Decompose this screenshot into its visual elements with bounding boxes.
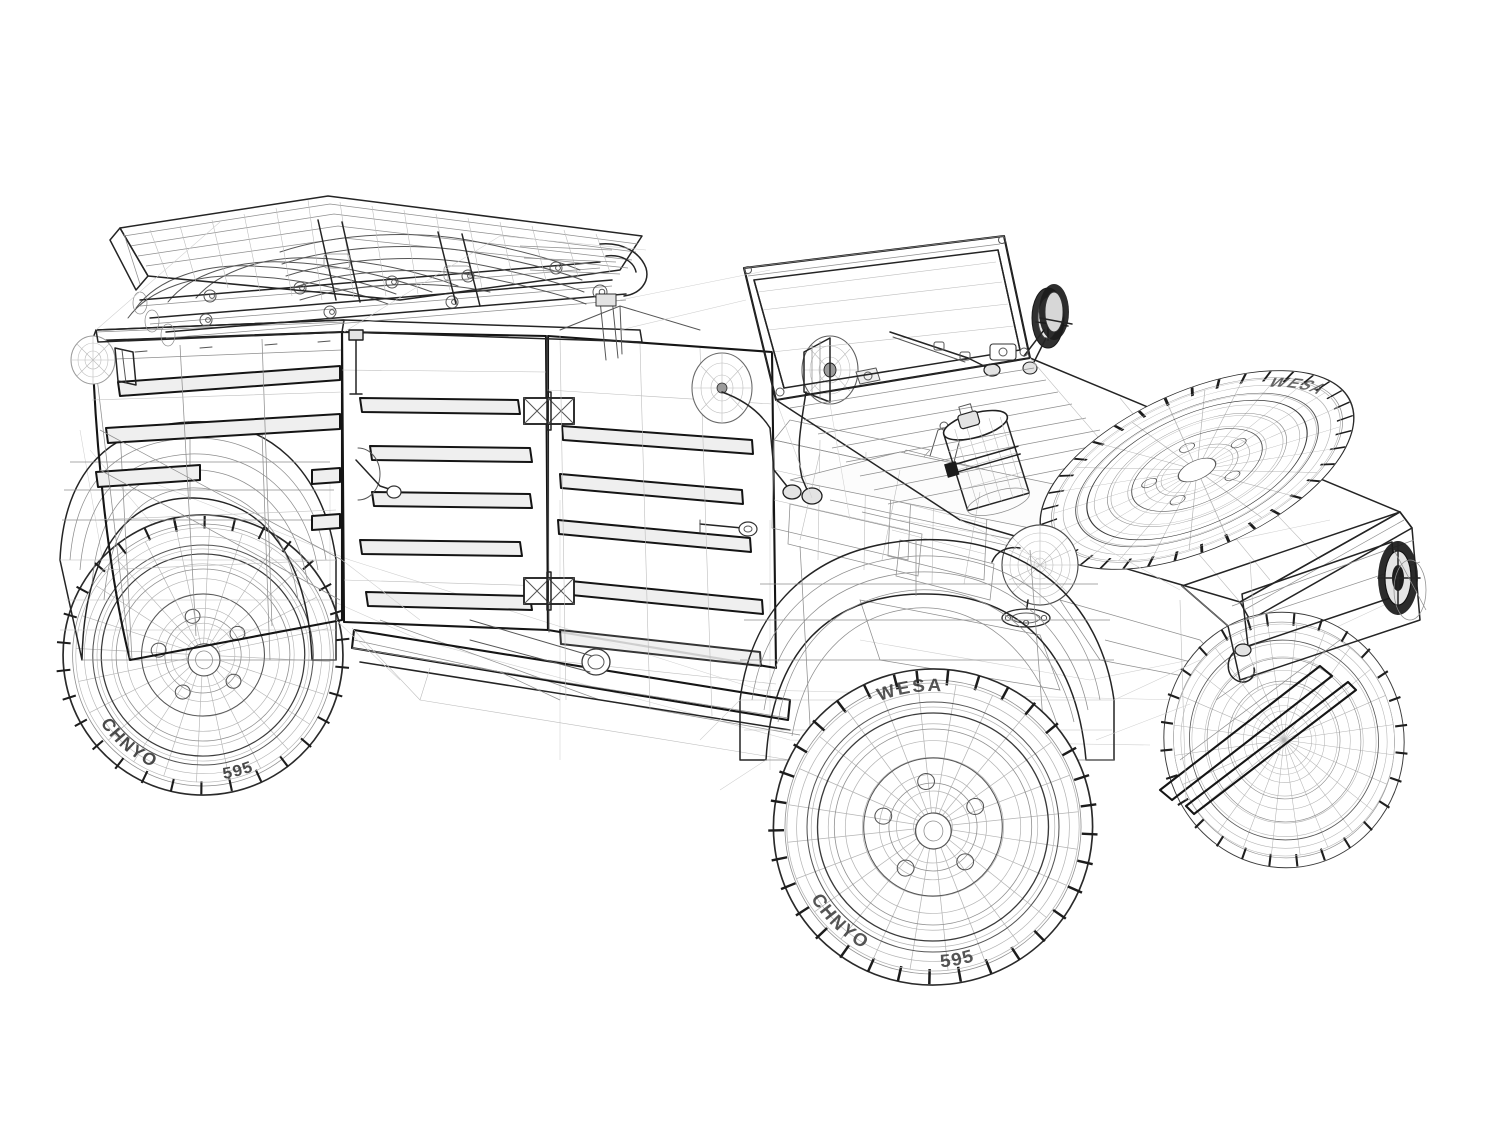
tow-hook bbox=[1227, 643, 1255, 683]
front-bumper bbox=[1158, 664, 1358, 816]
front-door-ribs bbox=[557, 425, 764, 667]
rear-body-panel bbox=[70, 319, 345, 662]
front-wheel: WESA CHNYO 595 bbox=[768, 668, 1098, 986]
jerry-can bbox=[942, 403, 1031, 516]
folded-canvas-top bbox=[109, 195, 648, 307]
door-hinge-lower bbox=[523, 571, 575, 611]
rear-wheel: CHNYO 595 bbox=[51, 503, 355, 807]
front-end bbox=[1158, 511, 1427, 816]
tail-light bbox=[70, 335, 137, 386]
door-hinge-upper bbox=[523, 391, 575, 431]
left-front-door[interactable] bbox=[546, 334, 778, 685]
blackout-lamp bbox=[991, 524, 1079, 628]
side-mirror bbox=[1022, 284, 1073, 375]
rear-door-handle[interactable] bbox=[355, 447, 402, 501]
rear-door-ribs bbox=[359, 397, 533, 611]
horn-cluster bbox=[691, 284, 1073, 505]
running-board bbox=[350, 619, 792, 731]
rear-view-mirror bbox=[691, 352, 802, 500]
front-door-handle[interactable] bbox=[699, 519, 758, 537]
horn bbox=[798, 335, 881, 505]
door-assembly bbox=[340, 330, 792, 761]
left-rear-door[interactable] bbox=[340, 330, 550, 632]
headlight bbox=[1377, 541, 1427, 621]
construction-lines bbox=[95, 221, 1201, 791]
